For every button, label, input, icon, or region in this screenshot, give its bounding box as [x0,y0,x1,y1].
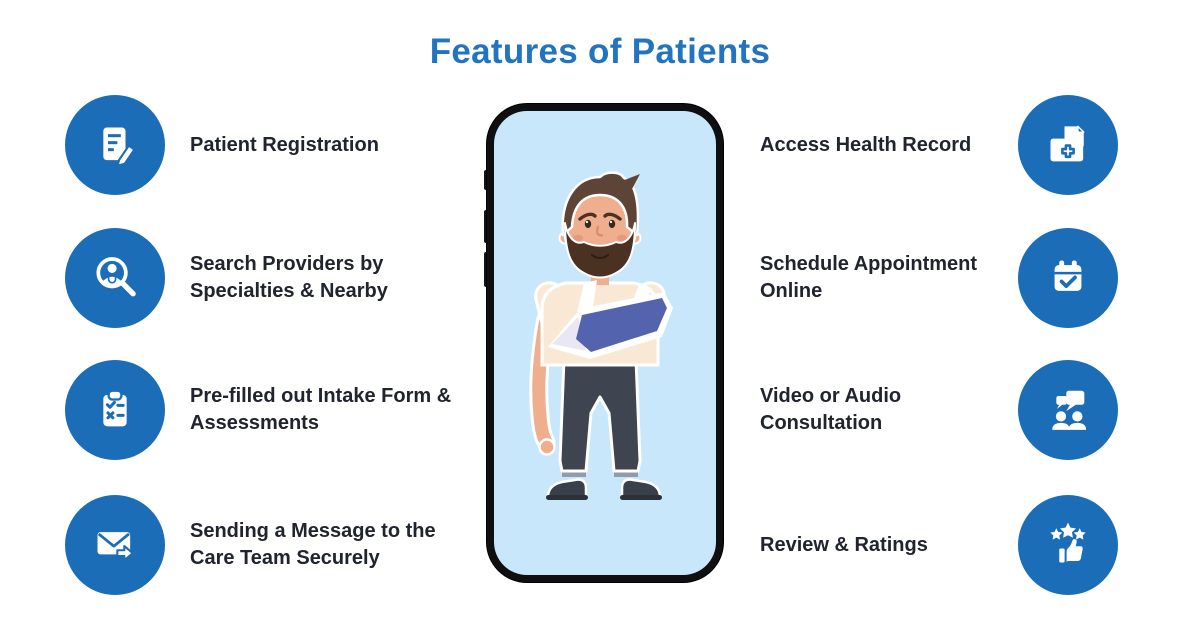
intake-form-icon [65,360,165,460]
secure-message-icon [65,495,165,595]
feature-review-ratings: Review & Ratings [760,495,1118,595]
phone-mute-button [484,170,489,190]
feature-label: Search Providers by Specialties & Nearby [190,253,388,302]
injured-man-illustration [529,171,673,500]
page-title: Features of Patients [429,32,771,71]
search-providers-icon [65,228,165,328]
feature-label: Access Health Record [760,133,972,156]
feature-label: Pre-filled out Intake Form & Assessments [190,385,452,434]
feature-secure-message: Sending a Message to the Care Team Secur… [65,495,436,595]
feature-health-record: Access Health Record [760,95,1118,195]
feature-search-providers: Search Providers by Specialties & Nearby [65,228,388,328]
feature-patient-registration: Patient Registration [65,95,379,195]
feature-schedule-appointment: Schedule Appointment Online [760,228,1118,328]
feature-consultation: Video or Audio Consultation [760,360,1118,460]
feature-label: Video or Audio Consultation [760,385,902,434]
phone-mockup [487,104,723,582]
phone-volume-down-button [484,252,489,287]
consultation-icon [1018,360,1118,460]
patient-registration-icon [65,95,165,195]
feature-label: Sending a Message to the Care Team Secur… [190,520,436,569]
feature-intake-form: Pre-filled out Intake Form & Assessments [65,360,451,460]
feature-label: Schedule Appointment Online [760,253,978,302]
health-record-icon [1018,95,1118,195]
review-ratings-icon [1018,495,1118,595]
phone-screen [494,111,716,575]
phone-volume-up-button [484,210,489,243]
feature-label: Patient Registration [190,133,379,156]
schedule-appointment-icon [1018,228,1118,328]
feature-label: Review & Ratings [760,533,928,556]
